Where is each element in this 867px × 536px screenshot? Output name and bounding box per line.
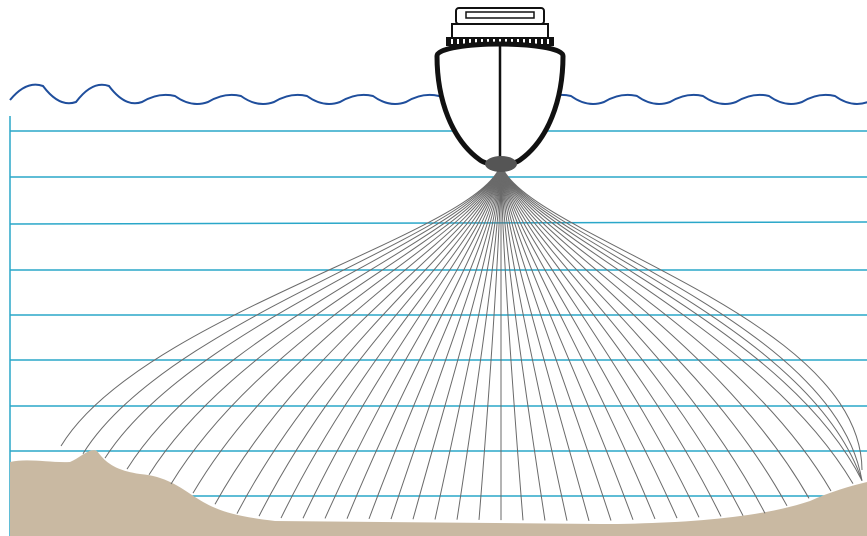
transducer-icon bbox=[485, 156, 517, 172]
